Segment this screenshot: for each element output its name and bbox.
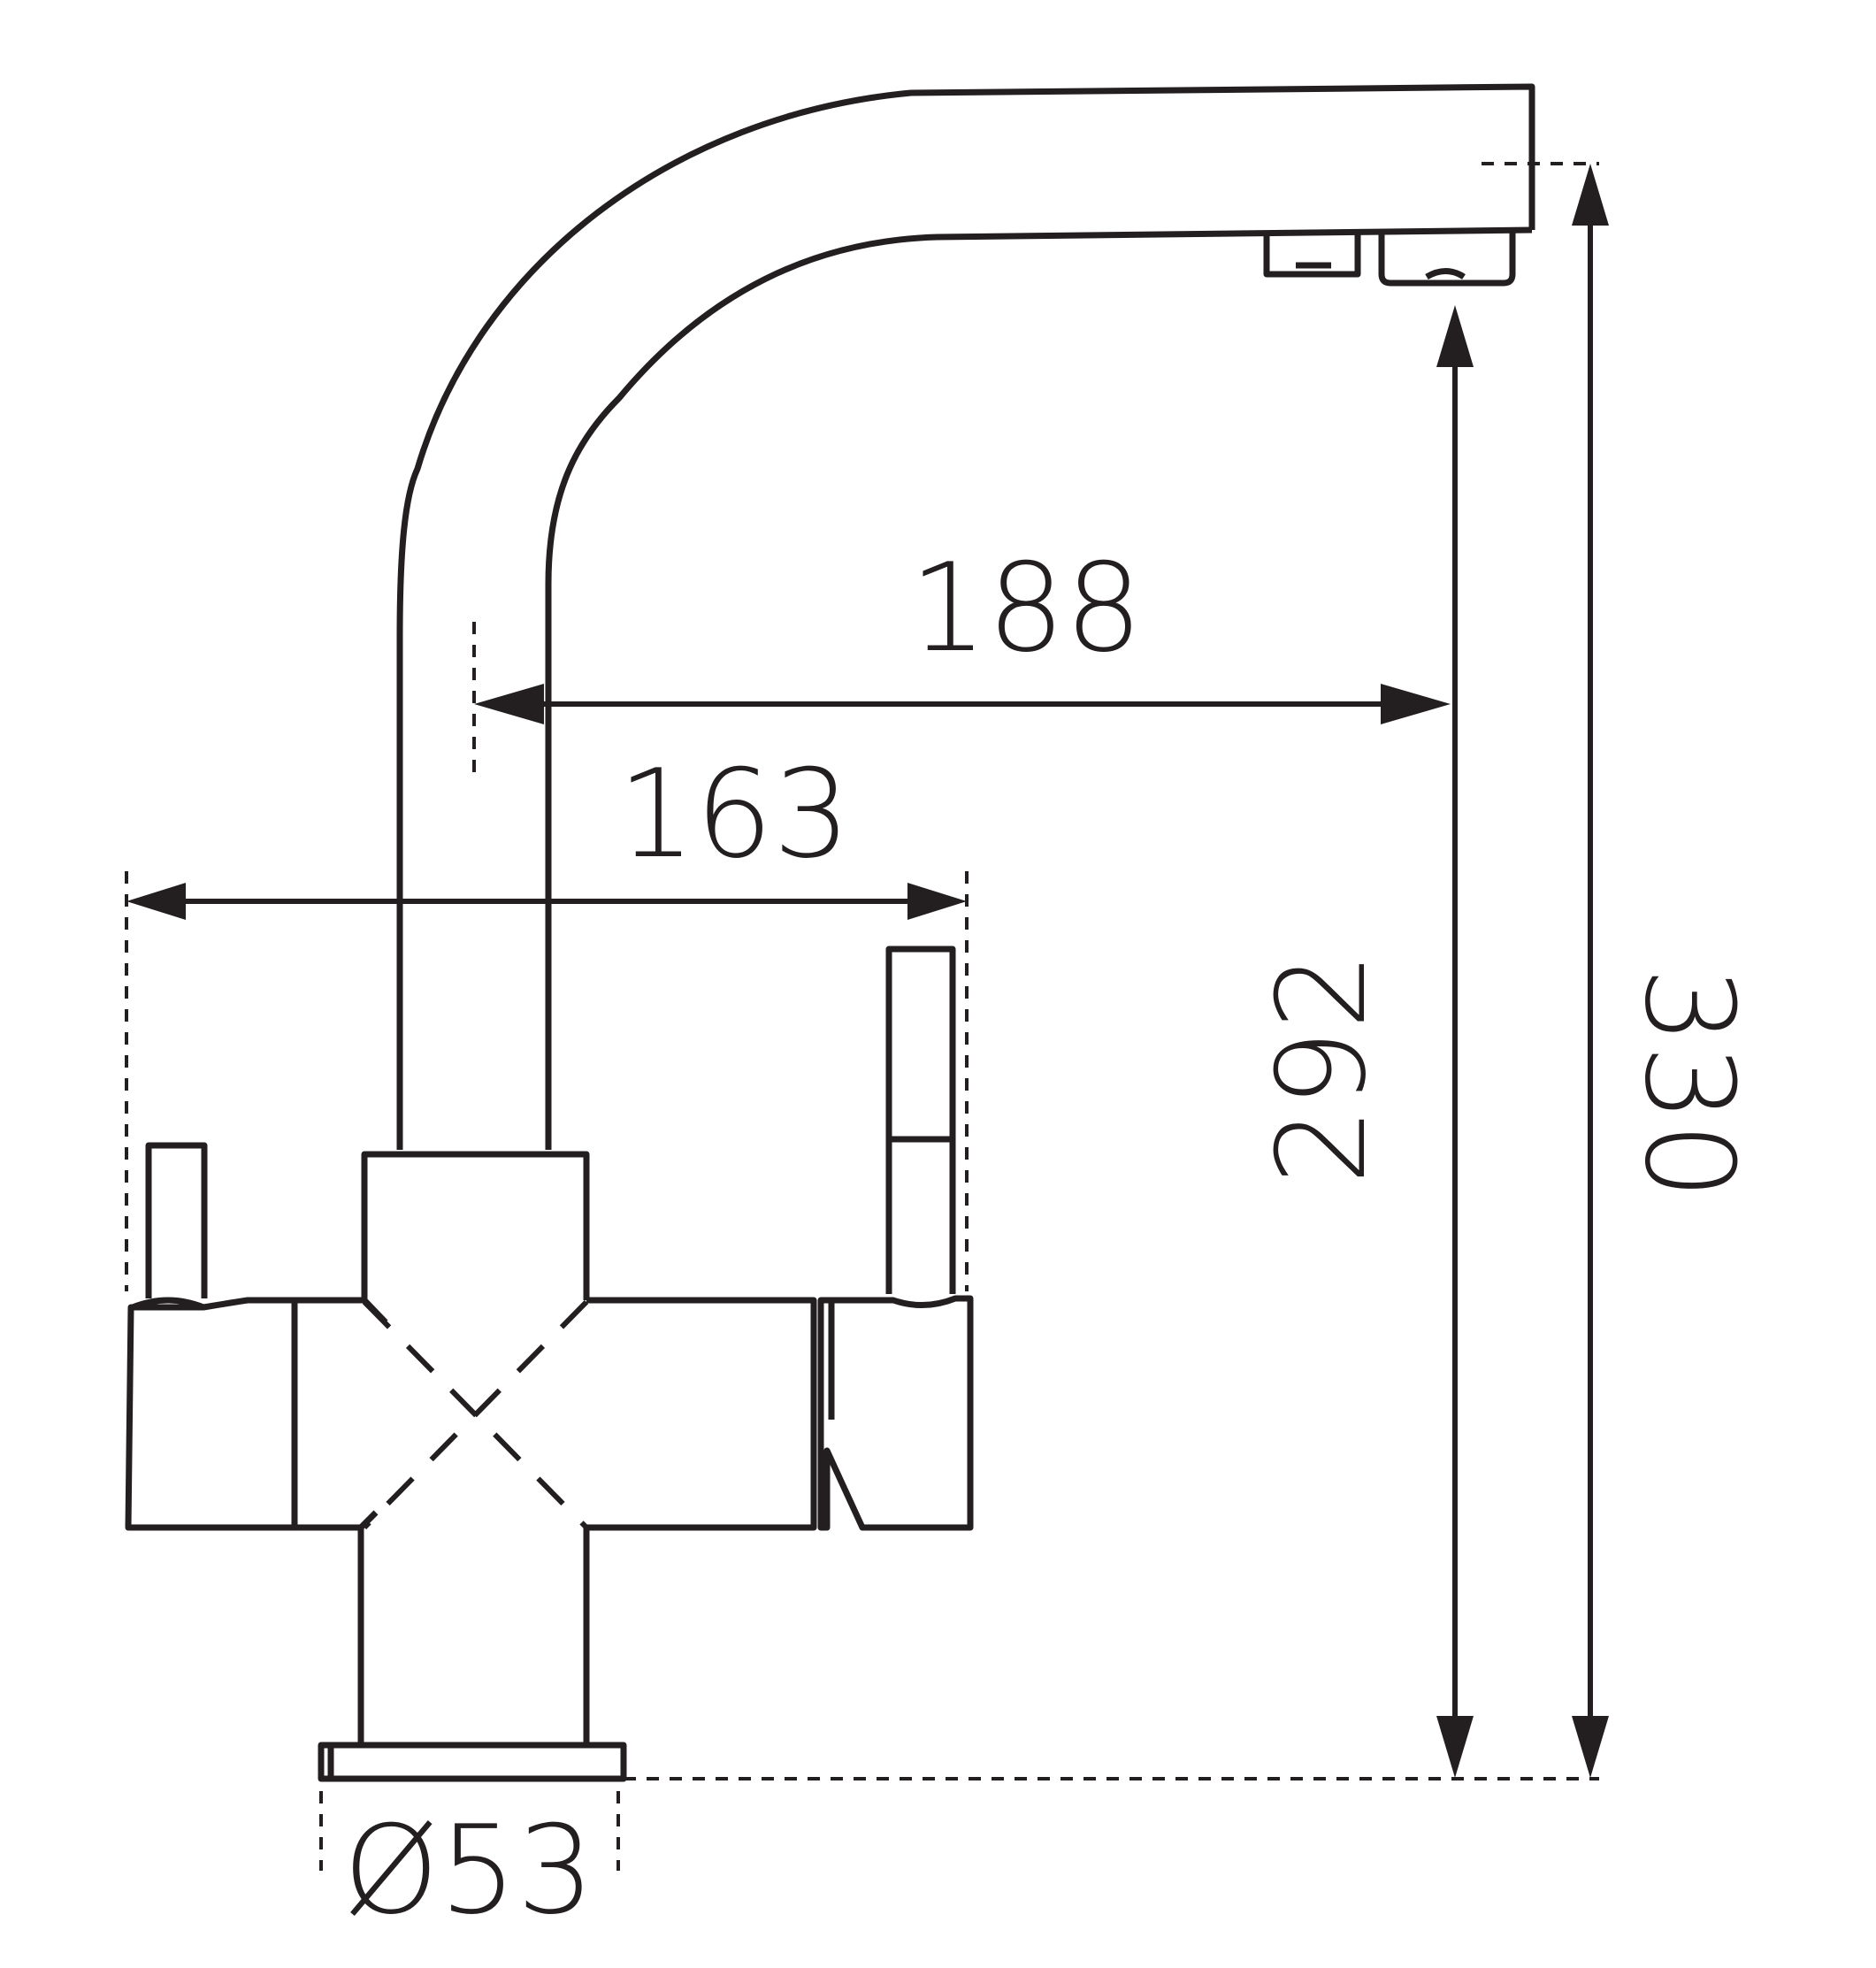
right-handle-grip <box>885 946 956 1143</box>
right-handle-housing <box>817 1295 974 1531</box>
dimension-diameter-53: Ø53 <box>319 1791 620 1941</box>
arrow-188-left <box>474 684 544 724</box>
dim-label-330: 330 <box>1618 967 1760 1199</box>
base-plate-rect <box>318 1742 627 1782</box>
dim-label-292: 292 <box>1251 952 1393 1184</box>
arrow-163-right <box>907 883 967 920</box>
spout <box>396 83 1535 1150</box>
spout-inner-contour <box>545 226 1533 1150</box>
left-handle-curve <box>131 1297 205 1311</box>
right-handle-stem <box>885 1139 956 1294</box>
internal-cross-2 <box>362 1299 589 1530</box>
arrow-292-top <box>1436 305 1474 367</box>
left-handle-stem <box>145 1142 208 1298</box>
body-center-right <box>583 1297 817 1745</box>
arrow-330-top <box>1572 164 1609 226</box>
base-plate <box>318 1742 627 1782</box>
arrow-188-right <box>1381 684 1451 724</box>
dimension-292: 292 <box>1251 305 1474 1778</box>
left-handle <box>125 1142 298 1531</box>
faucet-body <box>291 1151 817 1745</box>
outlet-mixed <box>1378 232 1516 287</box>
right-handle <box>817 946 974 1531</box>
outlet-filtered <box>1263 232 1361 278</box>
spout-outer-contour <box>396 83 1535 1150</box>
dimension-188: 188 <box>472 537 1451 777</box>
body-top-block <box>361 1151 590 1300</box>
left-handle-housing <box>125 1297 298 1531</box>
outlet-mixed-mark <box>1425 268 1466 280</box>
dimension-330: 330 <box>1482 162 1760 1778</box>
body-center <box>291 1297 364 1745</box>
arrow-330-bottom <box>1572 1716 1609 1778</box>
dim-label-diameter-53: Ø53 <box>343 1799 594 1941</box>
dimension-163: 163 <box>125 743 969 1291</box>
arrow-292-bottom <box>1436 1716 1474 1778</box>
dim-label-188: 188 <box>909 537 1142 679</box>
body-left-diag <box>358 1298 388 1530</box>
dim-label-163: 163 <box>617 743 850 885</box>
arrow-163-left <box>126 883 186 920</box>
